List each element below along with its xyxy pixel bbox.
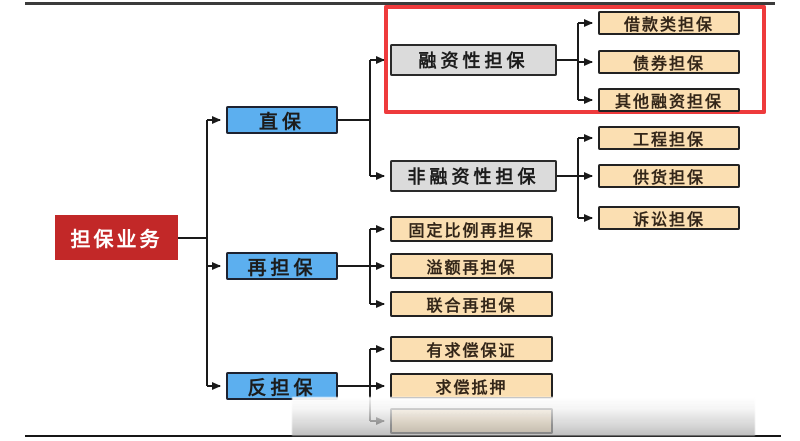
node-counter-guarantee: 反担保 <box>226 372 338 400</box>
node-re-guarantee: 再担保 <box>226 252 338 280</box>
node-engineering-guarantee: 工程担保 <box>598 126 740 150</box>
node-fixed-ratio-re-guarantee: 固定比例再担保 <box>390 216 553 242</box>
node-direct-guarantee: 直保 <box>226 106 338 134</box>
node-joint-re-guarantee: 联合再担保 <box>390 291 553 317</box>
bottom-rule <box>25 435 781 437</box>
top-rule <box>25 2 775 5</box>
node-non-financing-guarantee: 非融资性担保 <box>390 160 557 192</box>
watermark-overlay <box>292 397 755 436</box>
node-recourse-mortgage: 求偿抵押 <box>390 373 553 399</box>
node-supply-guarantee: 供货担保 <box>598 164 740 188</box>
node-other-financing-guarantee: 其他融资担保 <box>598 88 740 112</box>
highlight-rect-financing-group <box>384 5 766 114</box>
node-guarantee-business: 担保业务 <box>55 215 178 260</box>
node-litigation-guarantee: 诉讼担保 <box>598 206 740 230</box>
node-recourse-guarantee: 有求偿保证 <box>390 336 553 362</box>
node-loan-guarantee: 借款类担保 <box>598 11 740 35</box>
node-excess-re-guarantee: 溢额再担保 <box>390 253 553 279</box>
node-financing-guarantee: 融资性担保 <box>390 44 557 76</box>
node-bond-guarantee: 债券担保 <box>598 50 740 74</box>
